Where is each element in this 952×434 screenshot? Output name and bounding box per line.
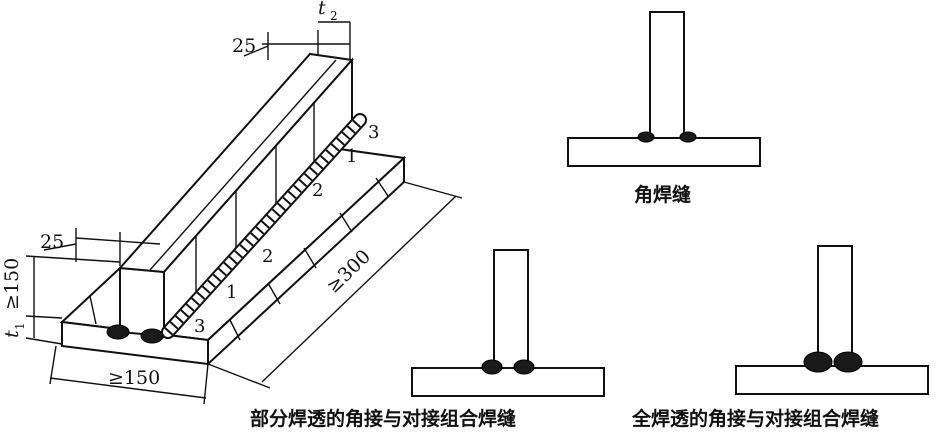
fillet-weld-left — [637, 131, 655, 143]
fillet-flange — [567, 137, 761, 167]
full-web — [817, 245, 853, 367]
label-2b: 2 — [262, 246, 273, 267]
web-segment-lines — [149, 59, 337, 300]
dim-width-lines — [49, 345, 209, 405]
full-weld-left — [803, 351, 833, 373]
partial-joint — [411, 249, 605, 397]
fillet-web — [649, 11, 685, 141]
caption-partial: 部分焊透的角接与对接组合焊缝 — [250, 408, 517, 430]
dim-left-lines — [43, 228, 161, 266]
caption-full: 全焊透的角接与对接组合焊缝 — [632, 408, 880, 430]
partial-web — [493, 249, 529, 371]
weld-bead-chain — [161, 113, 367, 339]
label-1a: 1 — [346, 146, 357, 167]
label-3a: 3 — [368, 122, 379, 143]
full-joint — [735, 245, 929, 395]
fillet-joint — [567, 11, 761, 167]
dim-height-150: ≥150 — [1, 258, 23, 310]
dim-t2-sub: 2 — [330, 9, 338, 23]
dim-length-300: ≥300 — [322, 246, 375, 298]
dim-t2: t — [318, 0, 326, 19]
fillet-weld-right — [679, 131, 697, 143]
full-flange — [735, 365, 929, 395]
dim-length-lines — [207, 181, 463, 389]
label-3b: 3 — [194, 316, 205, 337]
partial-weld-left — [481, 359, 503, 375]
full-weld-right — [833, 351, 863, 373]
partial-weld-right — [513, 359, 535, 375]
label-1b: 1 — [226, 282, 237, 303]
dim-top-lines — [243, 21, 351, 60]
dim-t1-sub: 1 — [13, 322, 27, 330]
web-plate-front — [119, 266, 165, 338]
partial-flange — [411, 367, 605, 397]
dim-width-150: ≥150 — [108, 367, 160, 389]
dim-left-25: 25 — [40, 231, 64, 253]
dim-height-lines — [25, 255, 121, 345]
label-2a: 2 — [312, 180, 323, 201]
dim-t1: t — [1, 330, 23, 338]
end-weld-right — [140, 328, 164, 344]
end-weld-left — [106, 324, 130, 340]
dim-top-25: 25 — [232, 35, 256, 57]
caption-fillet: 角焊缝 — [634, 184, 692, 206]
